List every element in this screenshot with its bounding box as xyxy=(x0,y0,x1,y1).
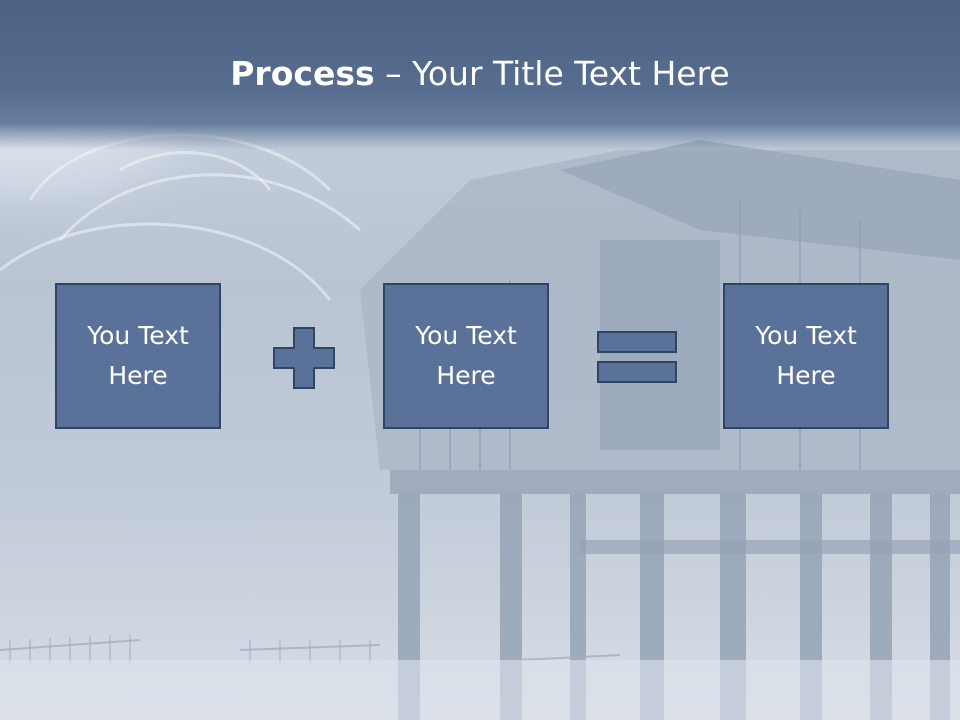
equals-icon xyxy=(597,331,677,383)
process-box-1[interactable]: You Text Here xyxy=(55,283,221,429)
plus-icon xyxy=(273,327,335,389)
process-box-3[interactable]: You Text Here xyxy=(723,283,889,429)
process-box-2-text: You Text Here xyxy=(415,321,517,390)
slide-title-rest: – Your Title Text Here xyxy=(374,54,730,93)
slide-title[interactable]: Process – Your Title Text Here xyxy=(0,50,960,98)
process-box-3-text: You Text Here xyxy=(755,321,857,390)
process-box-1-text: You Text Here xyxy=(87,321,189,390)
slide-title-bold: Process xyxy=(230,54,375,93)
title-bar: Process – Your Title Text Here xyxy=(0,0,960,150)
process-box-2[interactable]: You Text Here xyxy=(383,283,549,429)
